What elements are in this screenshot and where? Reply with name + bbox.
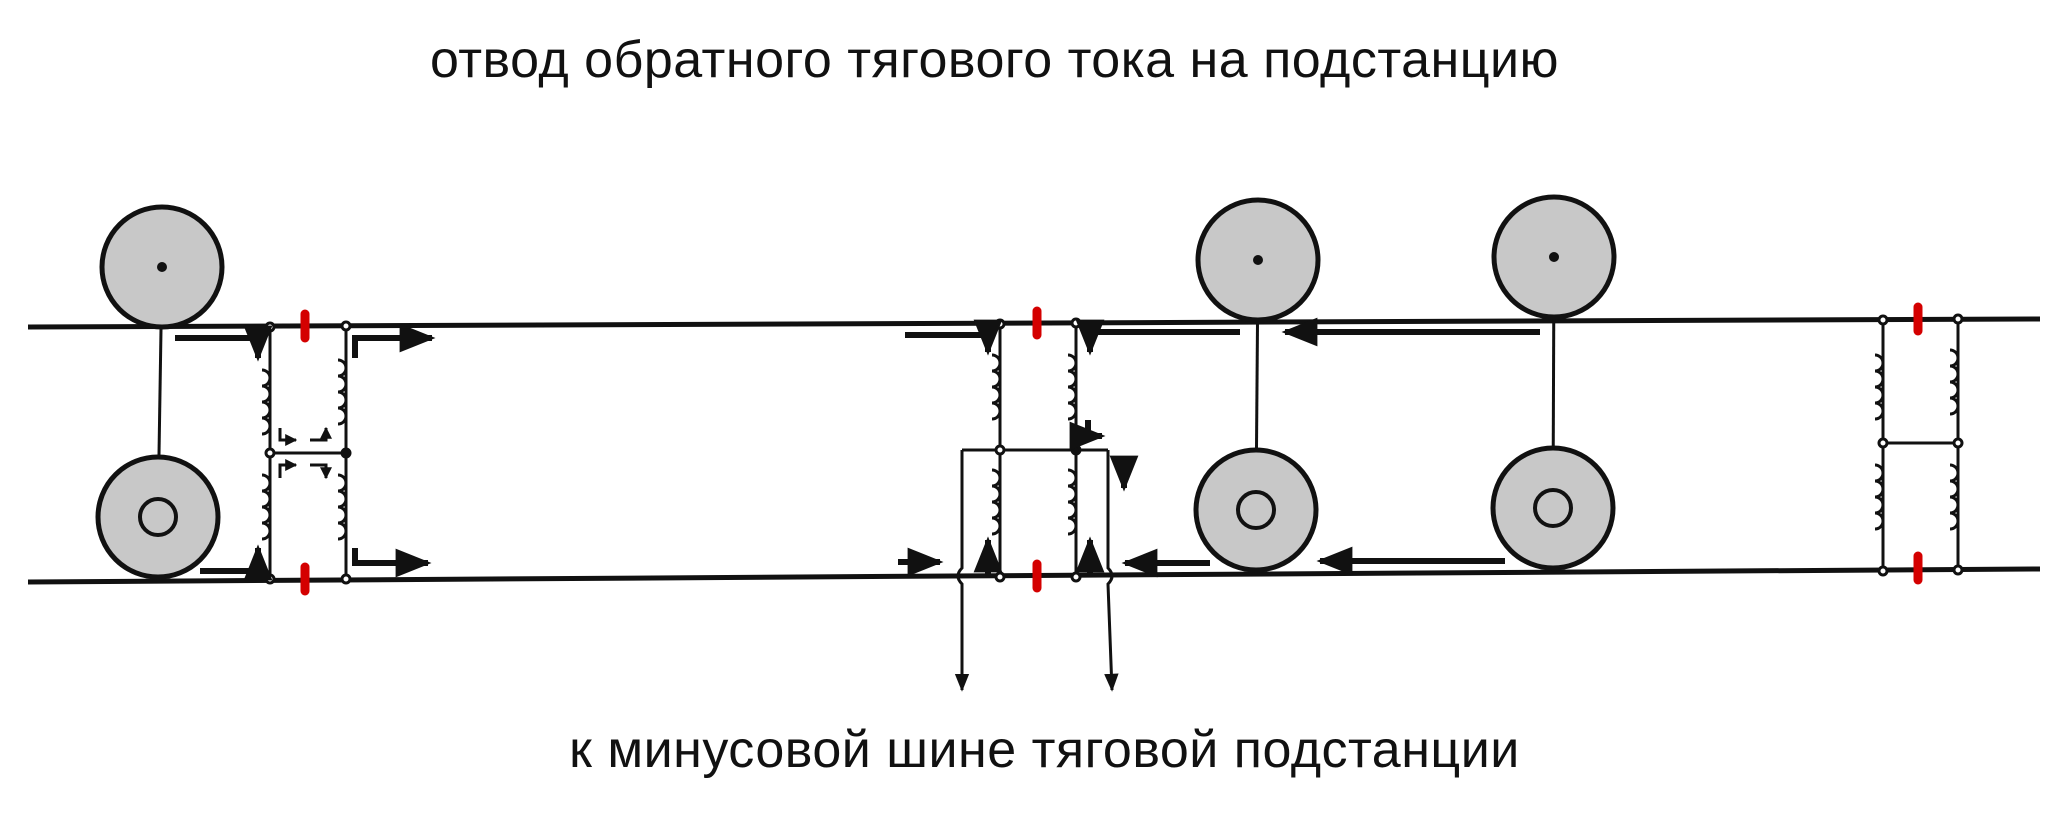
wheelset-right [1490, 194, 1617, 571]
choke-block-left [261, 320, 352, 585]
wheelset-middle [1193, 197, 1321, 573]
choke-block-right [1874, 313, 1964, 577]
diagram-caption: к минусовой шине тяговой подстанции [0, 720, 2069, 780]
current-arrows-middle [898, 317, 1540, 578]
diagram-title-text: отвод обратного тягового тока на подстан… [429, 31, 1560, 89]
wheelset-left [95, 204, 225, 580]
diagram-caption-text: к минусовой шине тяговой подстанции [569, 721, 1520, 779]
current-arrows-left [175, 323, 436, 581]
diagram-title: отвод обратного тягового тока на подстан… [0, 30, 2069, 90]
choke-block-middle [954, 317, 1119, 692]
